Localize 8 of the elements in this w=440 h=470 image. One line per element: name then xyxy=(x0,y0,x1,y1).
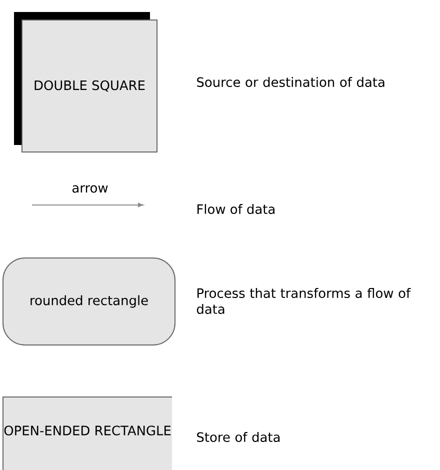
description-text: Process that transforms a flow of data xyxy=(196,288,411,314)
double-square: DOUBLE SQUARE xyxy=(14,12,158,152)
rounded-rectangle: rounded rectangle xyxy=(2,258,176,346)
description-text: Source or destination of data xyxy=(197,76,384,88)
description-text: Store of data xyxy=(197,432,280,442)
description-text: Flow of data xyxy=(197,204,274,214)
arrow-caption: arrow xyxy=(72,185,108,193)
open-ended-rectangle: OPEN-ENDED RECTANGLE xyxy=(2,396,172,470)
